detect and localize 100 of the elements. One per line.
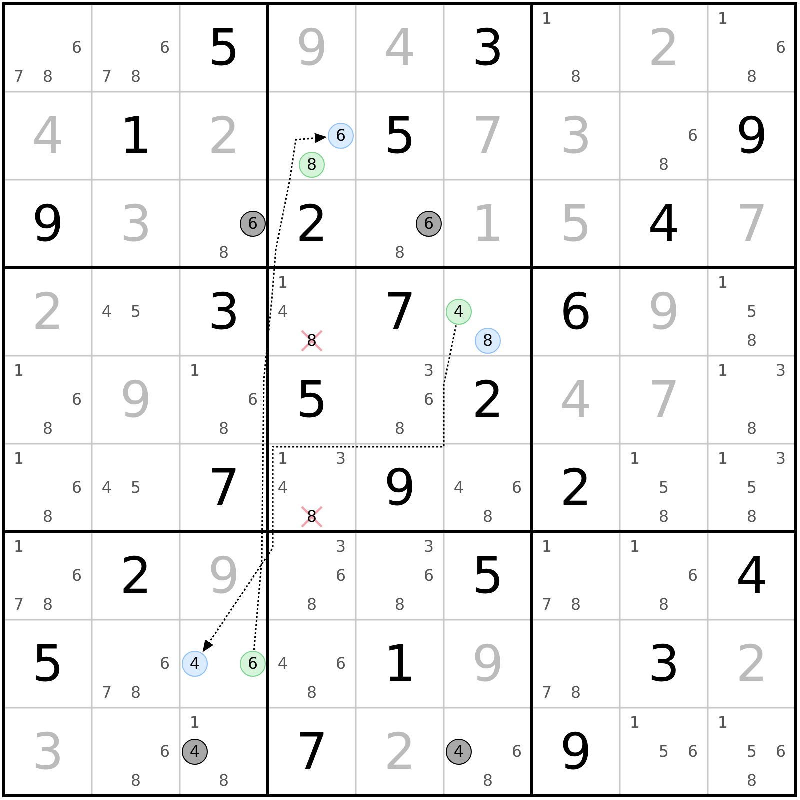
- candidate-digit: 8: [130, 685, 142, 701]
- candidate-digit: 1: [542, 539, 552, 555]
- candidate-digit: 8: [746, 773, 758, 789]
- given-digit: 1: [120, 111, 152, 161]
- candidate-digit: 1: [718, 11, 728, 27]
- highlighted-candidate: 6: [416, 211, 442, 237]
- candidate-digit: 5: [746, 304, 758, 320]
- candidate-digit: 8: [130, 773, 142, 789]
- given-digit: 9: [736, 111, 768, 161]
- candidate-digit: 8: [42, 421, 54, 437]
- candidate-digit: 7: [102, 69, 112, 85]
- candidate-digit: 8: [746, 509, 758, 525]
- candidate-digit: 4: [102, 480, 112, 496]
- highlighted-candidate: 6: [240, 651, 266, 677]
- given-digit: 3: [648, 639, 680, 689]
- given-digit: 9: [560, 727, 592, 777]
- solved-digit: 9: [472, 639, 504, 689]
- candidate-digit: 4: [278, 304, 288, 320]
- highlighted-candidate: 4: [446, 739, 472, 765]
- candidate-digit: 5: [130, 480, 142, 496]
- candidate-digit: 1: [542, 11, 552, 27]
- highlighted-candidate: 4: [182, 651, 208, 677]
- candidate-digit: 3: [776, 363, 786, 379]
- candidate-digit: 8: [130, 69, 142, 85]
- given-digit: 5: [472, 551, 504, 601]
- candidate-digit: 8: [482, 509, 494, 525]
- candidate-digit: 8: [218, 773, 230, 789]
- candidate-digit: 6: [72, 480, 82, 496]
- solved-digit: 2: [32, 287, 64, 337]
- given-digit: 7: [384, 287, 416, 337]
- candidate-digit: 8: [658, 597, 670, 613]
- given-digit: 6: [560, 287, 592, 337]
- solved-digit: 1: [472, 199, 504, 249]
- given-digit: 5: [384, 111, 416, 161]
- candidate-digit: 3: [424, 539, 434, 555]
- solved-digit: 9: [120, 375, 152, 425]
- solved-digit: 2: [208, 111, 240, 161]
- candidate-digit: 4: [102, 304, 112, 320]
- candidate-digit: 5: [746, 480, 758, 496]
- candidate-digit: 8: [306, 685, 318, 701]
- given-digit: 7: [208, 463, 240, 513]
- given-digit: 7: [296, 727, 328, 777]
- candidate-digit: 6: [776, 744, 786, 760]
- solved-digit: 3: [560, 111, 592, 161]
- candidate-digit: 8: [746, 421, 758, 437]
- given-digit: 2: [472, 375, 504, 425]
- candidate-digit: 8: [570, 597, 582, 613]
- candidate-digit: 6: [160, 656, 170, 672]
- candidate-digit: 8: [746, 333, 758, 349]
- given-digit: 2: [296, 199, 328, 249]
- candidate-digit: 1: [14, 451, 24, 467]
- candidate-digit: 6: [688, 744, 698, 760]
- candidate-digit: 6: [336, 568, 346, 584]
- given-digit: 2: [120, 551, 152, 601]
- candidate-digit: 6: [688, 568, 698, 584]
- candidate-digit: 3: [336, 451, 346, 467]
- arrow: [202, 326, 457, 653]
- candidate-digit: 4: [278, 656, 288, 672]
- candidate-digit: 1: [630, 715, 640, 731]
- solved-digit: 3: [120, 199, 152, 249]
- candidate-digit: 6: [424, 392, 434, 408]
- highlighted-candidate: 6: [328, 123, 354, 149]
- candidate-digit: 6: [424, 568, 434, 584]
- candidate-digit: 7: [542, 685, 552, 701]
- candidate-digit: 5: [658, 480, 670, 496]
- arrow: [253, 133, 328, 650]
- candidate-digit: 1: [630, 539, 640, 555]
- eliminated-candidate: 8: [306, 509, 318, 525]
- solved-digit: 3: [32, 727, 64, 777]
- candidate-digit: 1: [190, 715, 200, 731]
- given-digit: 5: [296, 375, 328, 425]
- solved-digit: 4: [384, 23, 416, 73]
- candidate-digit: 8: [394, 597, 406, 613]
- highlighted-candidate: 6: [240, 211, 266, 237]
- eliminated-candidate: 8: [306, 333, 318, 349]
- given-digit: 3: [208, 287, 240, 337]
- solved-digit: 4: [32, 111, 64, 161]
- solved-digit: 4: [560, 375, 592, 425]
- candidate-digit: 5: [658, 744, 670, 760]
- candidate-digit: 8: [42, 597, 54, 613]
- candidate-digit: 7: [14, 69, 24, 85]
- solved-digit: 9: [296, 23, 328, 73]
- candidate-digit: 8: [570, 685, 582, 701]
- given-digit: 5: [208, 23, 240, 73]
- candidate-digit: 4: [454, 480, 464, 496]
- candidate-digit: 8: [658, 157, 670, 173]
- candidate-digit: 1: [718, 363, 728, 379]
- candidate-digit: 1: [278, 451, 288, 467]
- given-digit: 9: [32, 199, 64, 249]
- solved-digit: 2: [736, 639, 768, 689]
- given-digit: 9: [384, 463, 416, 513]
- highlighted-candidate: 4: [182, 739, 208, 765]
- candidate-digit: 6: [72, 40, 82, 56]
- given-digit: 4: [648, 199, 680, 249]
- highlighted-candidate: 8: [475, 328, 501, 354]
- candidate-digit: 8: [42, 69, 54, 85]
- solved-digit: 9: [208, 551, 240, 601]
- given-digit: 4: [736, 551, 768, 601]
- given-digit: 3: [472, 23, 504, 73]
- candidate-digit: 6: [512, 480, 522, 496]
